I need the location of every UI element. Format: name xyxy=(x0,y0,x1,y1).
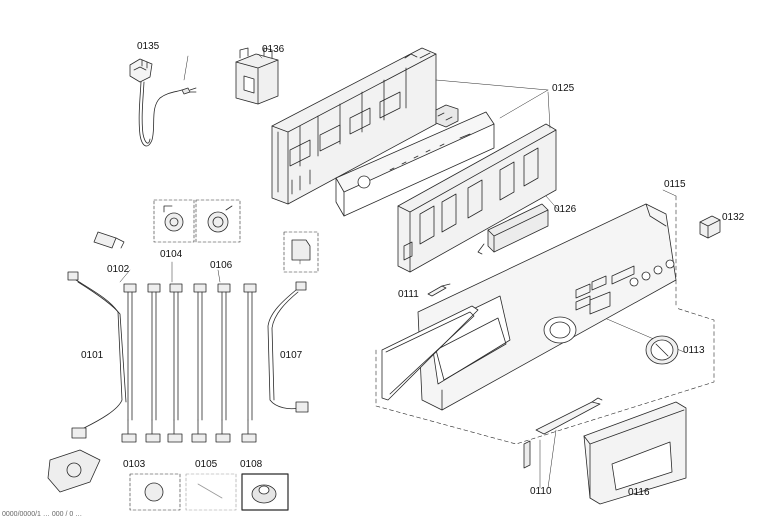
label-0126[interactable]: 0126 xyxy=(554,204,577,215)
label-0125[interactable]: 0125 xyxy=(552,83,575,94)
label-0110[interactable]: 0110 xyxy=(530,486,552,497)
label-0107[interactable]: 0107 xyxy=(280,350,303,361)
mains-cable-drawing xyxy=(129,58,197,147)
door-lever-drawing xyxy=(523,397,603,469)
program-knob-drawing xyxy=(645,335,679,365)
drawer-handle-drawing xyxy=(583,401,687,505)
label-0102[interactable]: 0102 xyxy=(107,264,130,275)
panel-clip-drawing xyxy=(699,215,721,239)
label-0104[interactable]: 0104 xyxy=(160,249,183,260)
display-window-drawing xyxy=(477,203,549,255)
footer-code: 0000/0000/1 … 000 / 0 … xyxy=(2,511,83,518)
label-0113[interactable]: 0113 xyxy=(683,345,705,356)
bottom-components-drawing xyxy=(47,449,289,511)
selector-switches-drawing xyxy=(153,199,319,273)
label-0132[interactable]: 0132 xyxy=(722,212,745,223)
label-0106[interactable]: 0106 xyxy=(210,260,233,271)
label-0108[interactable]: 0108 xyxy=(240,459,263,470)
rear-housing-drawing xyxy=(397,123,557,273)
label-0101[interactable]: 0101 xyxy=(81,350,104,361)
label-0103[interactable]: 0103 xyxy=(123,459,146,470)
label-0105[interactable]: 0105 xyxy=(195,459,218,470)
fascia-drawing xyxy=(375,195,715,445)
seal-ring-drawing xyxy=(381,305,479,401)
sensor-drawing xyxy=(93,231,125,249)
label-0115[interactable]: 0115 xyxy=(664,179,686,190)
filter-block-drawing xyxy=(235,47,279,105)
label-0136[interactable]: 0136 xyxy=(262,44,285,55)
module-housing-drawing xyxy=(271,47,459,205)
label-0111[interactable]: 0111 xyxy=(398,289,419,300)
circuit-board-drawing xyxy=(335,111,495,217)
label-0135[interactable]: 0135 xyxy=(137,41,160,52)
label-0116[interactable]: 0116 xyxy=(628,487,650,498)
push-rod-drawing xyxy=(427,283,451,297)
cable-harnesses-drawing xyxy=(67,271,309,443)
